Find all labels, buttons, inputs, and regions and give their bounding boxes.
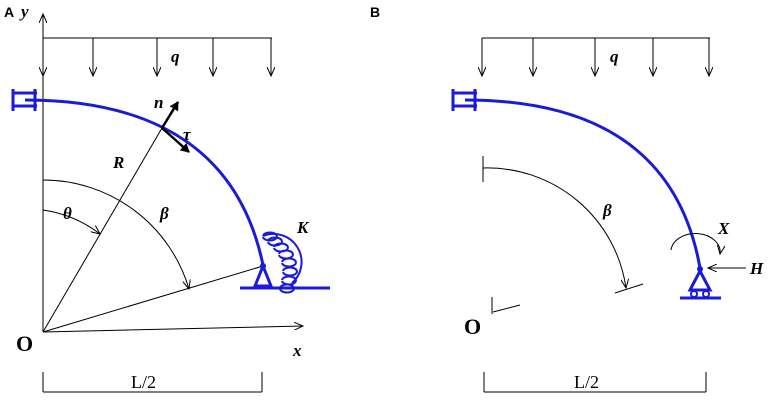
origin-ref-line: [492, 304, 521, 313]
beta-label-b: β: [602, 201, 612, 220]
y-axis-label: y: [19, 2, 29, 21]
distributed-load-a: q: [43, 37, 272, 76]
x-axis-label: x: [292, 341, 302, 360]
moment-label: X: [717, 219, 730, 238]
span-dimension-b: L/2: [483, 372, 707, 393]
arch-b: [464, 98, 702, 269]
beta-line: [42, 265, 264, 333]
panel-a: A y x q R θ: [4, 2, 330, 393]
spring-label: K: [296, 218, 310, 237]
normal-vector: [160, 101, 180, 129]
tangent-label: τ: [183, 125, 191, 144]
moment-arrow: [670, 233, 720, 254]
clamped-support-a: [11, 89, 37, 111]
beta-ref-end: [614, 283, 644, 294]
theta-arc: [42, 209, 100, 234]
panel-b-label: B: [370, 4, 380, 20]
clamped-support-b: [451, 89, 477, 111]
roller-support-b: [680, 266, 721, 300]
spring-support-a: K: [240, 218, 330, 294]
theta-label: θ: [63, 204, 72, 223]
radius-label: R: [112, 153, 124, 172]
load-label: q: [610, 47, 619, 66]
span-label-a: L/2: [131, 372, 156, 392]
beta-label: β: [159, 204, 169, 223]
beta-arc-b: [482, 167, 626, 288]
rotational-spring: [262, 231, 298, 294]
force-label: H: [749, 259, 764, 278]
radius-line: [42, 127, 163, 333]
arch-a: [24, 98, 265, 266]
panel-b: B q β X H: [370, 4, 764, 393]
distributed-load-b: q: [482, 37, 710, 76]
origin-label-b: O: [464, 314, 481, 339]
beta-arc: [42, 179, 189, 289]
origin-label-a: O: [16, 331, 33, 356]
load-label: q: [171, 47, 180, 66]
normal-label: n: [154, 93, 163, 112]
x-axis: [42, 326, 303, 333]
span-dimension-a: L/2: [42, 372, 263, 393]
span-label-b: L/2: [574, 372, 599, 392]
panel-a-label: A: [4, 4, 14, 20]
tangent-vector: [161, 127, 190, 153]
